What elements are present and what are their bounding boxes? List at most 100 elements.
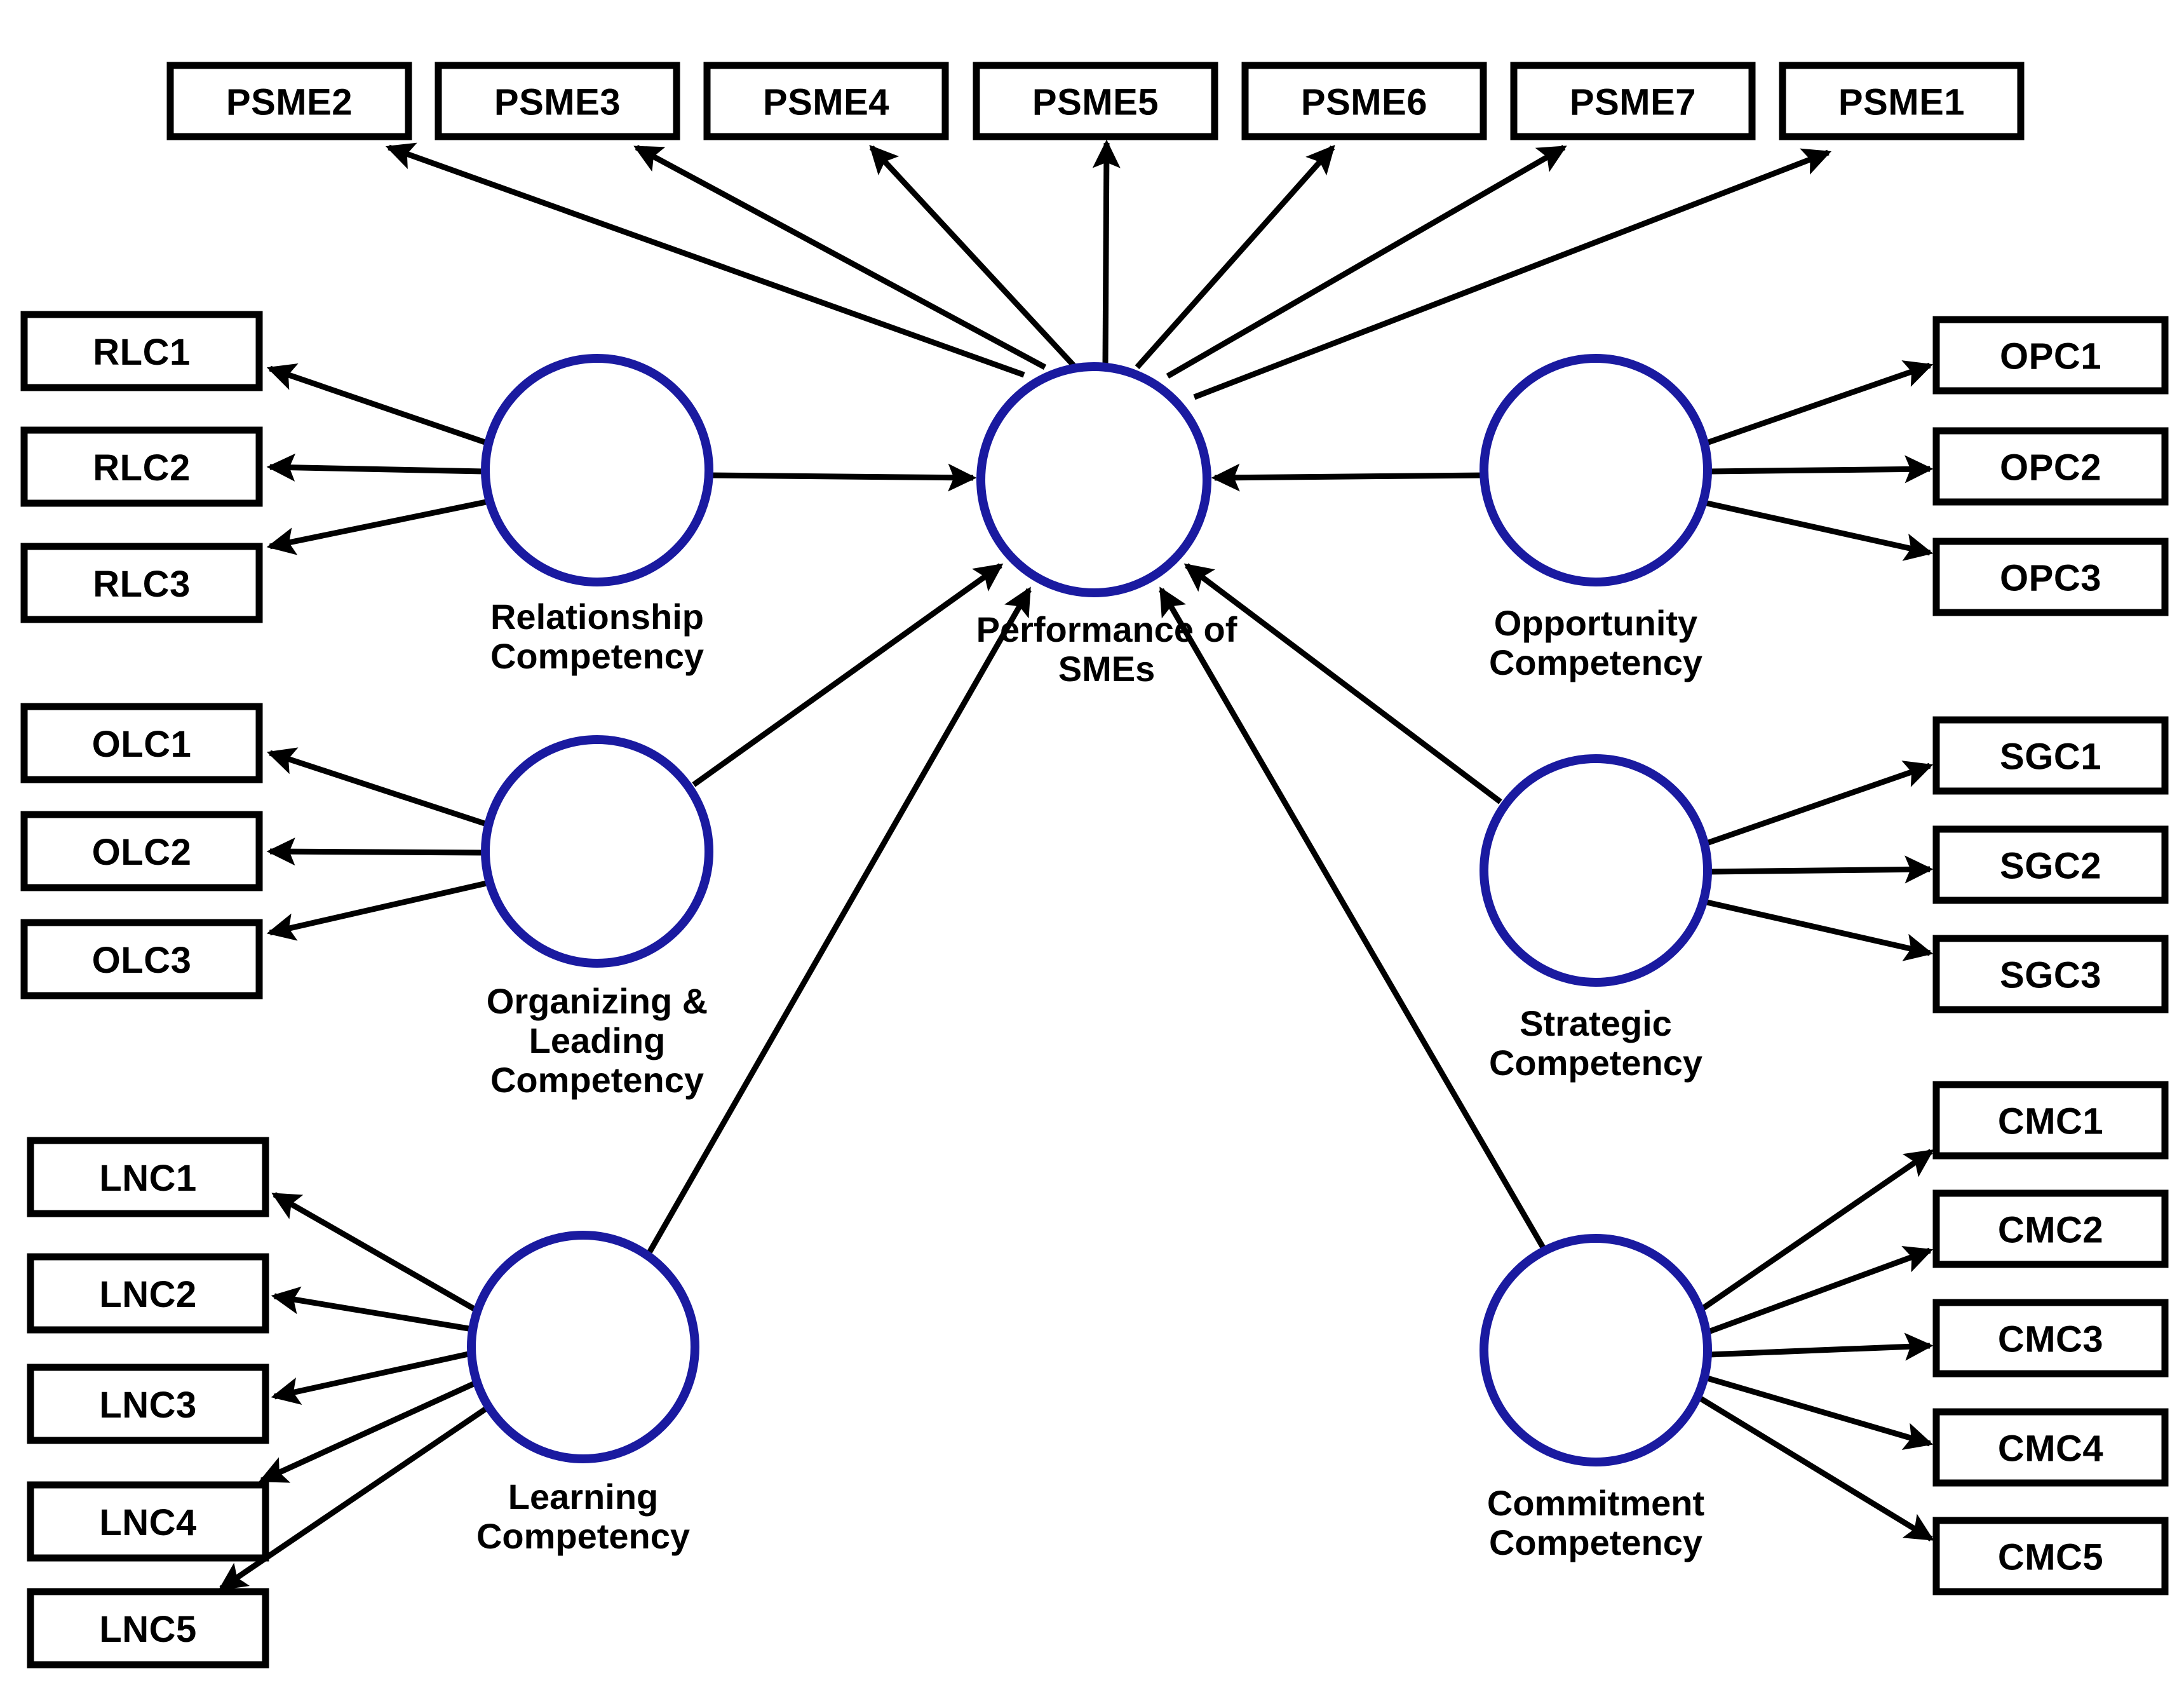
indicator-box-psme1[interactable] [1779, 62, 2025, 140]
indicator-box-sgc3[interactable] [1932, 935, 2169, 1013]
indicator-box-lnc3[interactable] [27, 1364, 269, 1444]
structural-path-olc-to-psme [692, 563, 1004, 787]
indicator-lnc2[interactable]: LNC2 [27, 1253, 269, 1334]
indicator-lnc5[interactable]: LNC5 [27, 1588, 269, 1669]
indicator-opc3[interactable]: OPC3 [1932, 538, 2169, 616]
measurement-path-opc-to-opc3 [1701, 499, 1934, 561]
indicator-box-psme3[interactable] [435, 62, 680, 140]
outcome-path-psme-to-psme4 [869, 145, 1076, 368]
indicator-olc1[interactable]: OLC1 [20, 703, 263, 783]
indicator-label-psme4: PSME4 [763, 82, 889, 123]
indicator-box-lnc4[interactable] [27, 1481, 269, 1562]
indicator-label-opc2: OPC2 [2000, 447, 2101, 489]
indicator-box-olc1[interactable] [20, 703, 263, 783]
indicator-rlc1[interactable]: RLC1 [20, 311, 263, 391]
outcome-paths-layer [385, 139, 1832, 400]
indicator-box-lnc1[interactable] [27, 1137, 269, 1217]
indicator-rlc3[interactable]: RLC3 [20, 543, 263, 623]
indicator-psme2[interactable]: PSME2 [166, 62, 412, 140]
indicator-lnc1[interactable]: LNC1 [27, 1137, 269, 1217]
indicator-box-sgc1[interactable] [1932, 716, 2169, 795]
indicator-box-psme4[interactable] [703, 62, 949, 140]
indicator-box-rlc1[interactable] [20, 311, 263, 391]
indicator-label-sgc2: SGC2 [2000, 846, 2101, 887]
measurement-path-opc-to-opc2 [1708, 455, 1934, 484]
indicator-cmc3[interactable]: CMC3 [1932, 1299, 2169, 1378]
indicator-box-psme6[interactable] [1241, 62, 1487, 140]
indicator-box-cmc4[interactable] [1932, 1408, 2169, 1487]
indicator-opc2[interactable]: OPC2 [1932, 427, 2169, 506]
indicator-sgc2[interactable]: SGC2 [1932, 825, 2169, 904]
indicator-boxes-layer: PSME2 PSME3 PSME4 PSME5 PSME6 PSME7 PSME1RLC1R… [20, 62, 2169, 1669]
latent-circle-olc[interactable] [481, 735, 713, 968]
indicator-cmc5[interactable]: CMC5 [1932, 1517, 2169, 1595]
indicator-lnc4[interactable]: LNC4 [27, 1481, 269, 1562]
indicator-olc2[interactable]: OLC2 [20, 811, 263, 891]
indicator-box-cmc1[interactable] [1932, 1081, 2169, 1160]
indicator-box-opc3[interactable] [1932, 538, 2169, 616]
indicator-box-olc2[interactable] [20, 811, 263, 891]
indicator-sgc1[interactable]: SGC1 [1932, 716, 2169, 795]
outcome-path-psme-to-psme6 [1135, 144, 1335, 369]
indicator-box-cmc5[interactable] [1932, 1517, 2169, 1595]
measurement-path-lnc-to-lnc2 [271, 1286, 473, 1332]
measurement-path-lnc-to-lnc4 [259, 1379, 479, 1484]
latent-circle-rlc[interactable] [481, 354, 713, 586]
outcome-path-psme-to-psme7 [1166, 145, 1567, 379]
indicator-sgc3[interactable]: SGC3 [1932, 935, 2169, 1013]
indicator-rlc2[interactable]: RLC2 [20, 426, 263, 507]
indicator-cmc1[interactable]: CMC1 [1932, 1081, 2169, 1160]
measurement-path-olc-to-olc1 [266, 747, 494, 829]
measurement-path-cmc-to-cmc5 [1695, 1394, 1934, 1541]
indicator-box-opc2[interactable] [1932, 427, 2169, 506]
indicator-psme3[interactable]: PSME3 [435, 62, 680, 140]
indicator-box-psme7[interactable] [1510, 62, 1756, 140]
indicator-psme6[interactable]: PSME6 [1241, 62, 1487, 140]
indicator-box-olc3[interactable] [20, 919, 263, 999]
indicator-box-psme5[interactable] [973, 62, 1218, 140]
latent-circle-lnc[interactable] [467, 1231, 699, 1463]
indicator-label-lnc2: LNC2 [99, 1274, 196, 1315]
indicator-box-rlc3[interactable] [20, 543, 263, 623]
indicator-box-sgc2[interactable] [1932, 825, 2169, 904]
latent-circle-sgc[interactable] [1480, 754, 1712, 987]
indicator-box-lnc2[interactable] [27, 1253, 269, 1334]
indicator-opc1[interactable]: OPC1 [1932, 316, 2169, 395]
structural-path-cmc-to-psme [1159, 586, 1546, 1250]
latent-circle-cmc[interactable] [1480, 1234, 1712, 1466]
indicator-label-rlc2: RLC2 [93, 447, 190, 489]
indicator-box-cmc3[interactable] [1932, 1299, 2169, 1378]
indicator-box-rlc2[interactable] [20, 426, 263, 507]
latent-circle-psme[interactable] [976, 362, 1211, 597]
indicator-psme7[interactable]: PSME7 [1510, 62, 1756, 140]
indicator-psme1[interactable]: PSME1 [1779, 62, 2025, 140]
indicator-cmc4[interactable]: CMC4 [1932, 1408, 2169, 1487]
latent-circle-opc[interactable] [1480, 354, 1712, 586]
outcome-path-psme-to-psme1 [1193, 148, 1832, 400]
indicator-label-olc2: OLC2 [92, 832, 192, 873]
indicator-olc3[interactable]: OLC3 [20, 919, 263, 999]
measurement-path-cmc-to-cmc1 [1695, 1149, 1934, 1315]
indicator-box-opc1[interactable] [1932, 316, 2169, 395]
indicator-label-psme7: PSME7 [1570, 82, 1696, 123]
indicator-psme5[interactable]: PSME5 [973, 62, 1218, 140]
indicator-lnc3[interactable]: LNC3 [27, 1364, 269, 1444]
indicator-label-lnc4: LNC4 [99, 1502, 196, 1543]
indicator-box-cmc2[interactable] [1932, 1189, 2169, 1268]
indicator-cmc2[interactable]: CMC2 [1932, 1189, 2169, 1268]
indicator-psme4[interactable]: PSME4 [703, 62, 949, 140]
indicator-box-psme2[interactable] [166, 62, 412, 140]
indicator-box-lnc5[interactable] [27, 1588, 269, 1669]
